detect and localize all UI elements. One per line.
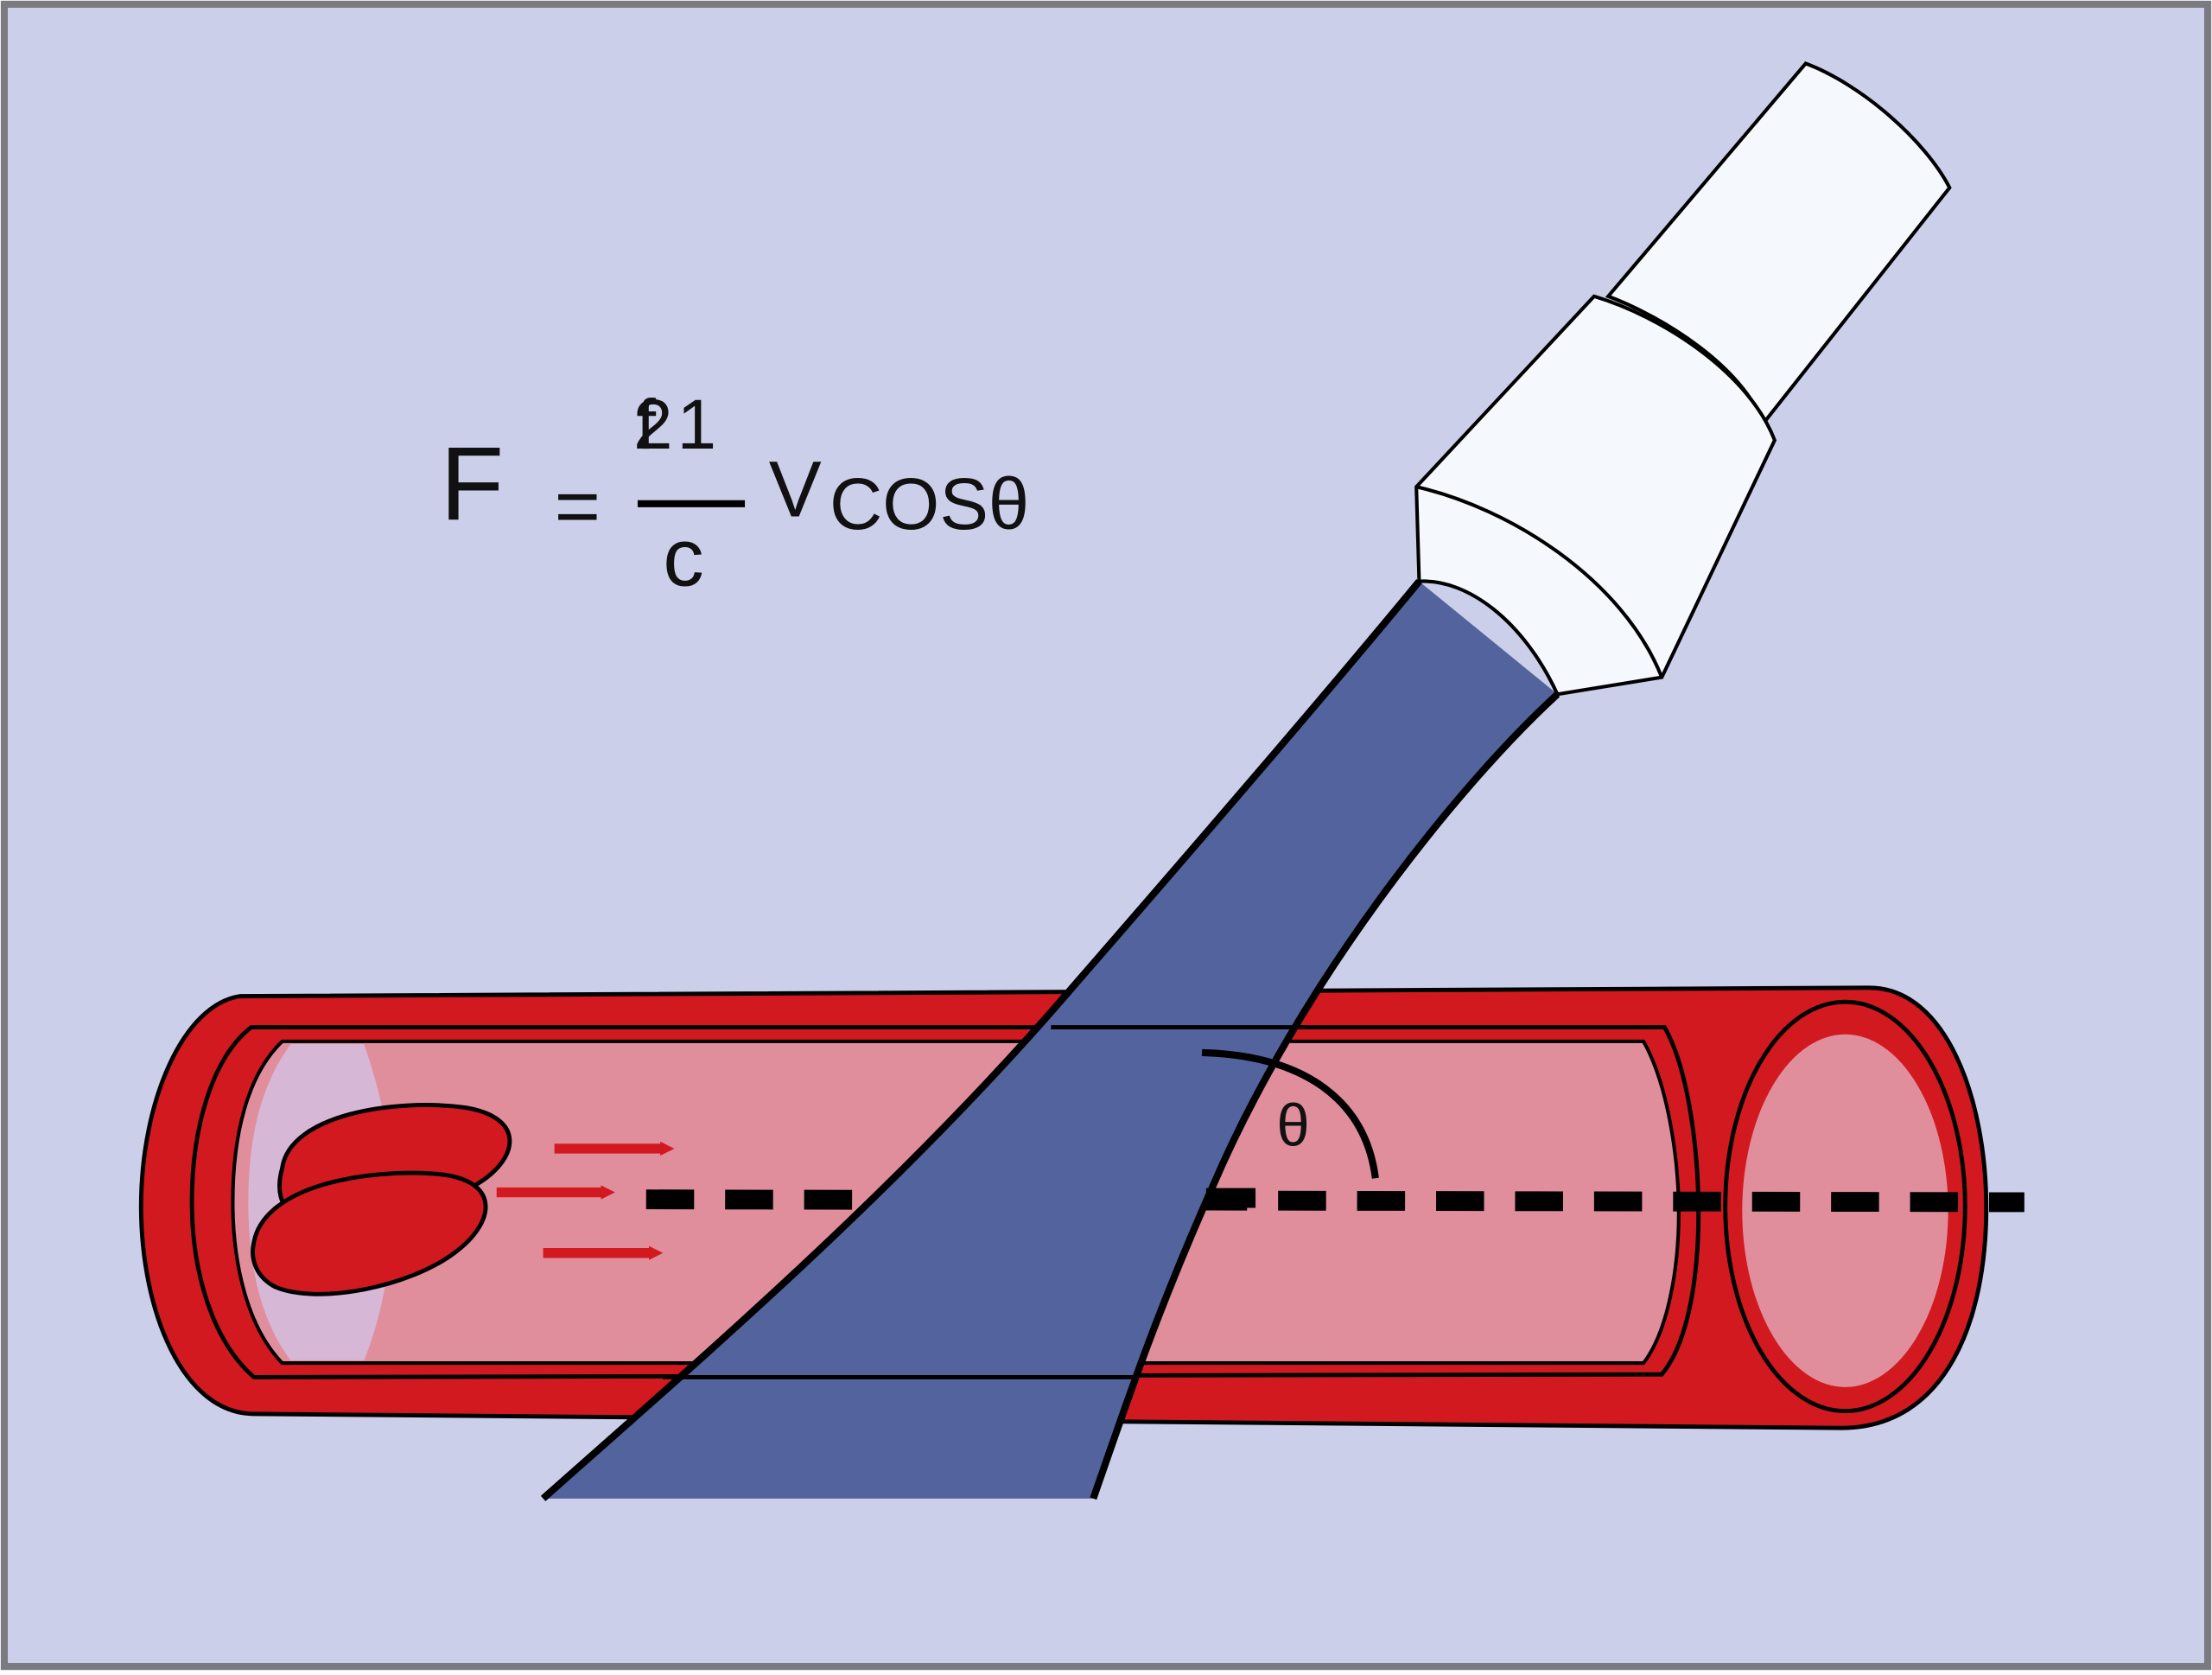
flow-axis-line xyxy=(645,1189,2024,1213)
doppler-equation: F = 2 f 1 c V COSθ xyxy=(440,385,1029,603)
red-blood-cell xyxy=(251,1170,488,1296)
angle-label: θ xyxy=(1277,1092,1310,1159)
equation-lhs: F xyxy=(440,425,504,542)
equation-numerator-glyph-a: 2 xyxy=(633,385,672,464)
equation-numerator-glyph-c: 1 xyxy=(677,385,716,464)
equation-denominator: c xyxy=(663,513,703,604)
equation-equals: = xyxy=(555,462,601,551)
red-blood-cell-icon xyxy=(251,1103,512,1296)
probe-seam xyxy=(1415,485,1664,678)
equation-velocity: V xyxy=(769,446,822,534)
flow-arrow-icon xyxy=(496,1141,675,1260)
ultrasound-transducer-icon xyxy=(1414,61,1952,697)
beam-right-edge xyxy=(1090,691,1560,1500)
beam-left-edge xyxy=(540,579,1422,1501)
ultrasound-beam-icon xyxy=(543,581,1558,1499)
equation-cos-term: COSθ xyxy=(830,462,1029,545)
equation-numerator-glyph-b: f xyxy=(636,385,656,464)
probe-body xyxy=(1414,294,1777,697)
angle-arc xyxy=(1201,1048,1379,1179)
